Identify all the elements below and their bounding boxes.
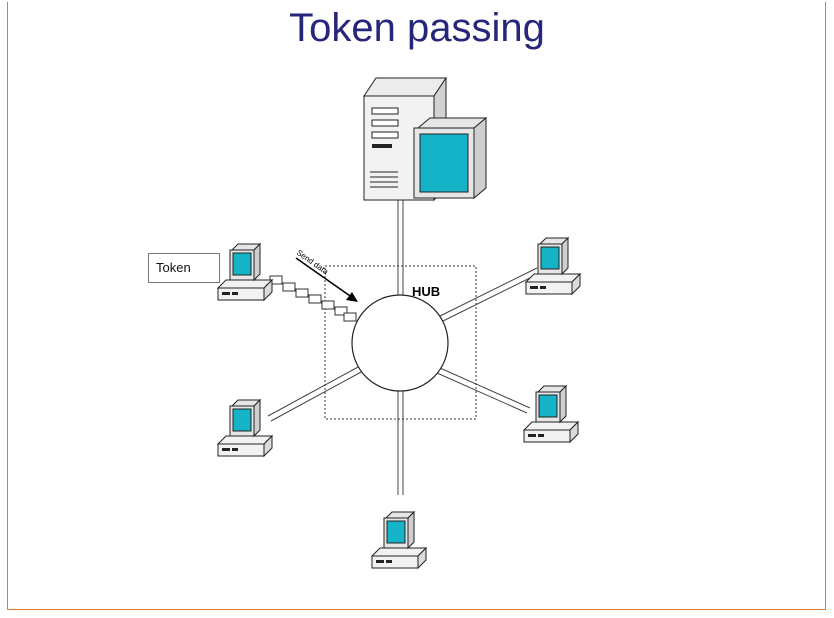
- hub-circle: [351, 294, 449, 392]
- token-path: [269, 275, 357, 322]
- workstation-lower-right-icon: [523, 385, 579, 443]
- hub-label: HUB: [412, 284, 441, 299]
- cables: [267, 200, 541, 495]
- workstation-upper-left-icon: [217, 243, 273, 301]
- send-data-arrow: [295, 257, 358, 302]
- workstation-bottom-icon: [371, 511, 427, 569]
- token-label: Token: [148, 253, 220, 283]
- workstation-lower-left-icon: [217, 399, 273, 457]
- workstation-upper-right-icon: [525, 237, 581, 295]
- server-icon: [363, 76, 488, 202]
- slide-title: Token passing: [289, 6, 545, 50]
